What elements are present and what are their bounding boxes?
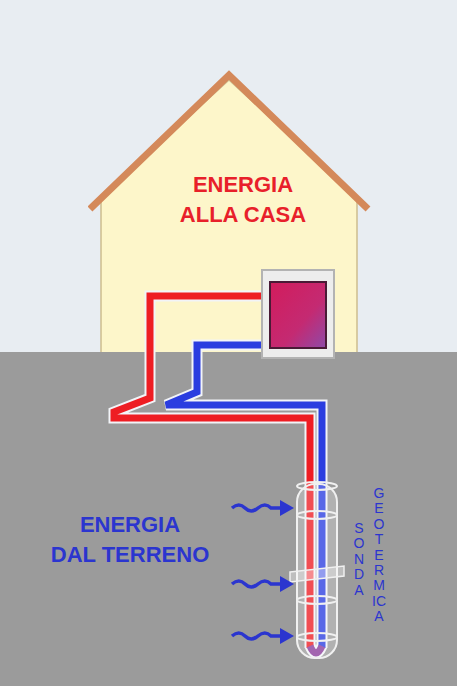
heat-waves (232, 505, 282, 639)
node-label: ENERGIA ALLA CASA (180, 172, 306, 227)
wrap-spacer (30, 510, 73, 540)
node-text-box: ENERGIA ALLA CASA (165, 170, 321, 229)
node-label: ENERGIA DAL TERRENO (51, 512, 210, 567)
heat-pump (262, 270, 334, 358)
wrap-spacer (300, 170, 321, 200)
probe (290, 482, 344, 658)
probe-label: GEOTERMICA (372, 486, 386, 625)
wrap-spacer (187, 510, 230, 540)
probe-label: SONDA (352, 521, 366, 598)
wave-arrowheads (280, 500, 294, 644)
node-text-box: ENERGIA DAL TERRENO (30, 510, 230, 569)
wrap-spacer (165, 170, 186, 200)
